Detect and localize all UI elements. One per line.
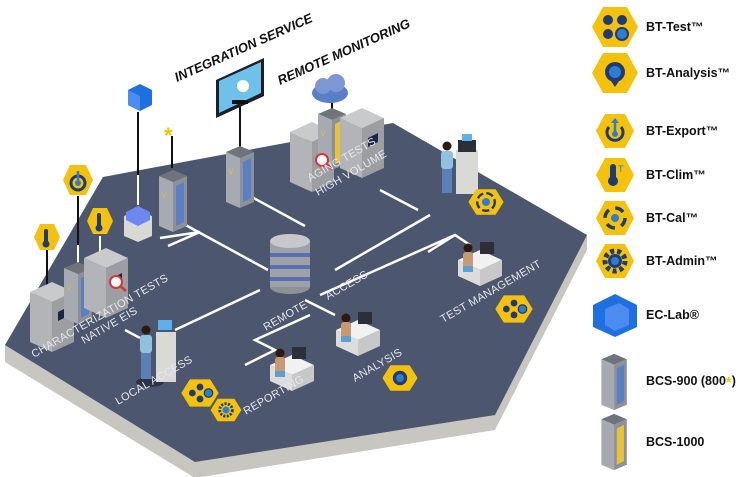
- legend-label: BT-Analysis™: [646, 66, 731, 80]
- magnifier-icon: [315, 153, 333, 170]
- legend-label: BT-Export™: [646, 124, 719, 138]
- bt-clim-pole-left: [34, 224, 60, 290]
- asterisk-icon: *: [725, 373, 732, 391]
- legend-label: EC-Lab®: [646, 308, 699, 322]
- operator-standing-remote: [441, 134, 478, 194]
- bt-test-floor-badge-test-mgmt: [495, 295, 533, 323]
- svg-text:*: *: [164, 123, 173, 148]
- operator-standing-local: [136, 320, 176, 387]
- legend-label: BCS-900 (800*): [646, 373, 736, 391]
- bt-admin-floor-badge: [210, 398, 242, 422]
- bcs-900-rack-icon: [601, 353, 627, 411]
- bt-analysis-icon: [592, 53, 638, 93]
- magnifier-char-icon: [109, 275, 127, 292]
- legend-label: BT-Clim™: [646, 168, 706, 182]
- legend: BT-Test™ BT-Analysis™ BT-Export™ T BT-Cl…: [590, 0, 750, 477]
- legend-label: BT-Test™: [646, 20, 704, 34]
- legend-item-bcs-1000: BCS-1000: [590, 412, 704, 472]
- network-lines: [124, 188, 471, 367]
- bt-cal-floor-badge: [468, 189, 504, 215]
- legend-label: BT-Cal™: [646, 211, 699, 225]
- legend-item-bcs-900: BCS-900 (800*): [590, 352, 736, 412]
- cloud-icon: [312, 74, 348, 118]
- svg-text:T: T: [618, 164, 624, 174]
- bt-test-icon: [592, 7, 638, 47]
- bcs-800-asterisk-icon: *: [164, 123, 173, 168]
- integration-service-monitor-icon: [216, 58, 264, 150]
- legend-item-ec-lab: EC-Lab®: [590, 292, 699, 338]
- bt-cal-icon: [596, 201, 634, 235]
- potentiostat-device-icon: [124, 206, 152, 242]
- legend-item-bt-export: BT-Export™: [590, 108, 718, 154]
- legend-label: BCS-1000: [646, 435, 705, 449]
- ec-lab-cube-icon: [593, 294, 637, 337]
- bt-admin-icon: [596, 244, 634, 278]
- bt-export-icon: [596, 114, 634, 148]
- legend-item-bt-clim: T BT-Clim™: [590, 152, 706, 198]
- legend-label: BT-Admin™: [646, 254, 718, 268]
- bt-test-floor-badge-local: [181, 379, 219, 407]
- bt-clim-icon: T: [596, 158, 634, 192]
- legend-item-bt-test: BT-Test™: [590, 4, 703, 50]
- bcs-900-rack-remote-icon: [226, 146, 254, 208]
- bcs-1000-rack-icon: [601, 413, 627, 471]
- legend-item-bt-cal: BT-Cal™: [590, 195, 698, 241]
- bt-export-pole: [63, 165, 93, 270]
- bcs-800-rack-icon: [159, 170, 187, 232]
- legend-item-bt-analysis: BT-Analysis™: [590, 50, 730, 96]
- database-server-icon: [270, 234, 310, 294]
- ec-lab-cube-icon: [128, 84, 152, 205]
- legend-item-bt-admin: BT-Admin™: [590, 238, 718, 284]
- bt-analysis-floor-badge: [382, 365, 418, 391]
